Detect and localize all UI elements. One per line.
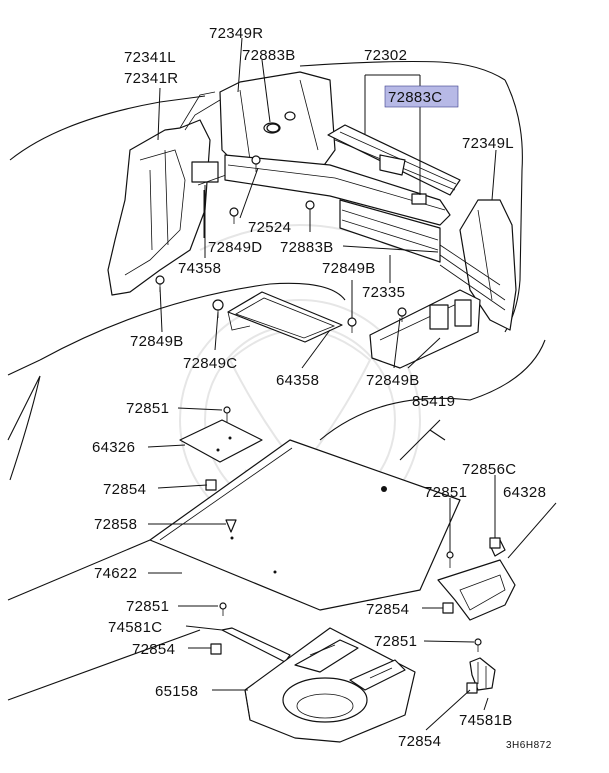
screw-72854-c — [210, 643, 222, 655]
part-label-72858[interactable]: 72858 — [94, 516, 137, 533]
tire-holder-beam — [369, 289, 481, 369]
trunk-floor-mat — [149, 439, 461, 611]
clip-72858 — [225, 519, 237, 533]
screw-72851-a — [223, 406, 231, 422]
part-label-72341R[interactable]: 72341R — [124, 70, 178, 87]
part-label-72851-d[interactable]: 72851 — [374, 633, 417, 650]
part-label-72854-d[interactable]: 72854 — [398, 733, 441, 750]
selected-part-highlight — [384, 85, 459, 108]
clip-72856C — [489, 537, 501, 549]
screw-72854-a — [205, 479, 217, 491]
part-label-72349L[interactable]: 72349L — [462, 135, 514, 152]
small-cover-64326 — [179, 419, 263, 463]
clip-72849B-mid — [347, 317, 357, 333]
part-label-72854-a[interactable]: 72854 — [103, 481, 146, 498]
trunk-sill-trim — [224, 154, 451, 263]
part-label-72341L[interactable]: 72341L — [124, 49, 176, 66]
bracket-74581B — [469, 657, 496, 691]
part-label-72856C[interactable]: 72856C — [462, 461, 516, 478]
part-label-72849D[interactable]: 72849D — [208, 239, 262, 256]
part-label-72851-a[interactable]: 72851 — [126, 400, 169, 417]
part-label-74622[interactable]: 74622 — [94, 565, 137, 582]
part-label-74581C[interactable]: 74581C — [108, 619, 162, 636]
clip-72849B-low — [397, 307, 407, 322]
part-label-74358[interactable]: 74358 — [178, 260, 221, 277]
clip-72849D — [229, 207, 239, 224]
screw-72851-c — [219, 602, 227, 616]
part-label-72883B-top[interactable]: 72883B — [242, 47, 296, 64]
part-label-72854-b[interactable]: 72854 — [366, 601, 409, 618]
part-label-85419[interactable]: 85419 — [412, 393, 455, 410]
part-label-64326[interactable]: 64326 — [92, 439, 135, 456]
screw-72854-b — [442, 602, 454, 614]
part-label-72335[interactable]: 72335 — [362, 284, 405, 301]
part-label-72851-c[interactable]: 72851 — [126, 598, 169, 615]
part-label-72849B-low[interactable]: 72849B — [366, 372, 420, 389]
part-label-72849B-mid[interactable]: 72849B — [322, 260, 376, 277]
part-label-64358[interactable]: 64358 — [276, 372, 319, 389]
clip-72883B-top — [266, 123, 280, 133]
tire-bar-74581C — [221, 627, 291, 663]
clip-72524 — [251, 155, 261, 172]
part-label-64328[interactable]: 64328 — [503, 484, 546, 501]
part-label-65158[interactable]: 65158 — [155, 683, 198, 700]
part-label-72849B-left[interactable]: 72849B — [130, 333, 184, 350]
vehicle-body-outline — [7, 60, 546, 701]
drawing-code: 3H6H872 — [506, 740, 552, 751]
part-label-74581B[interactable]: 74581B — [459, 712, 513, 729]
leader-lines — [147, 37, 557, 731]
part-label-72854-c[interactable]: 72854 — [132, 641, 175, 658]
part-label-72883C[interactable]: 72883C — [388, 89, 442, 106]
part-labels: 72349R 72883B 72302 72341L 72341R 72883C… — [92, 25, 546, 750]
part-label-72849C[interactable]: 72849C — [183, 355, 237, 372]
spare-tire-tray — [244, 627, 416, 743]
part-label-72883B-mid[interactable]: 72883B — [280, 239, 334, 256]
trunk-side-trim-left — [107, 91, 227, 296]
clip-72849B-left — [155, 275, 165, 292]
clip-mat-dot — [381, 486, 387, 492]
storage-lid-64358 — [227, 291, 343, 343]
part-label-72349R[interactable]: 72349R — [209, 25, 263, 42]
rear-panel-trim — [327, 124, 461, 205]
part-label-72524[interactable]: 72524 — [248, 219, 291, 236]
part-label-72302[interactable]: 72302 — [364, 47, 407, 64]
screw-72851-d — [474, 638, 482, 652]
rear-trim-right — [219, 71, 336, 176]
screw-72851-b — [446, 551, 454, 568]
part-label-72851-b[interactable]: 72851 — [424, 484, 467, 501]
screw-72854-d — [466, 682, 478, 694]
